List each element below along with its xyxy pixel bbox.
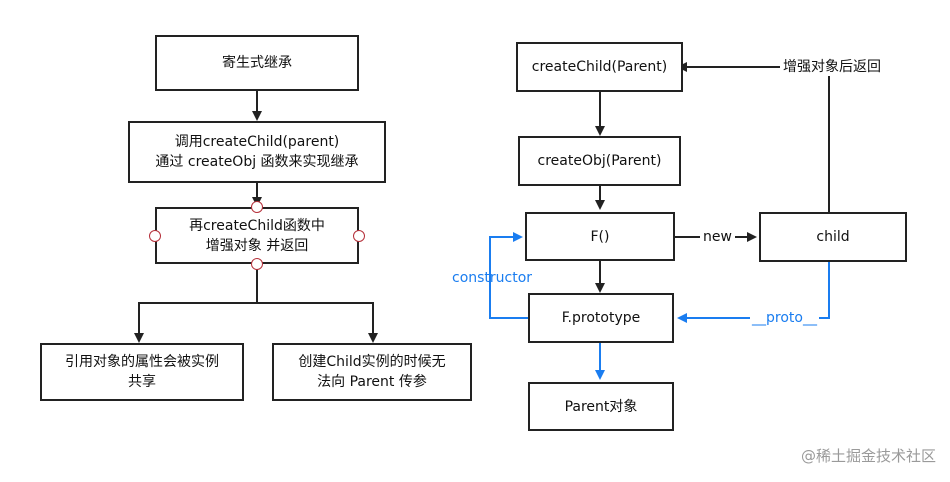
node-call-createchild-line1: 调用createChild(parent) (174, 134, 340, 150)
edge-proto (677, 262, 830, 323)
node-createobj-parent: createObj(Parent) (518, 136, 681, 186)
node-f-constructor: F() (525, 212, 675, 261)
watermark: @稀土掘金技术社区 (800, 447, 936, 465)
node-f-prototype-label: F.prototype (561, 310, 641, 326)
node-shared-reference-line1: 引用对象的属性会被实例 (65, 354, 219, 370)
node-parent-object-label: Parent对象 (564, 398, 638, 415)
label-proto: __proto__ (750, 309, 819, 327)
node-no-parent-args-line1: 创建Child实例的时候无 (298, 354, 446, 370)
node-no-parent-args: 创建Child实例的时候无 法向 Parent 传参 (272, 343, 472, 401)
selection-handle-left (149, 230, 161, 242)
node-f-prototype: F.prototype (528, 293, 674, 343)
node-createchild-parent: createChild(Parent) (516, 42, 683, 92)
selection-handle-bottom (251, 258, 263, 270)
node-createchild-parent-label: createChild(Parent) (531, 59, 668, 75)
node-enhance-return: 再createChild函数中 增强对象 并返回 (155, 207, 359, 264)
node-child-label: child (816, 229, 850, 245)
edge-n3-split (134, 264, 258, 343)
node-parent-object: Parent对象 (528, 382, 674, 431)
edge-child-createchild (677, 62, 830, 212)
node-call-createchild-line2: 通过 createObj 函数来实现继承 (155, 154, 359, 170)
edge-n3-n5 (257, 302, 378, 343)
label-constructor: constructor (452, 270, 533, 286)
node-no-parent-args-line2: 法向 Parent 传参 (317, 374, 427, 390)
node-shared-reference-line2: 共享 (128, 374, 156, 390)
selection-handle-right (353, 230, 365, 242)
label-enhance-return: 增强对象后返回 (780, 58, 884, 76)
node-shared-reference: 引用对象的属性会被实例 共享 (40, 343, 244, 401)
node-enhance-return-line1: 再createChild函数中 (189, 217, 325, 234)
node-enhance-return-line2: 增强对象 并返回 (205, 237, 309, 254)
node-parasitic-inheritance: 寄生式继承 (155, 35, 359, 91)
node-createobj-parent-label: createObj(Parent) (537, 153, 662, 169)
node-call-createchild: 调用createChild(parent) 通过 createObj 函数来实现… (128, 121, 386, 183)
label-new: new (700, 228, 735, 246)
node-f-constructor-label: F() (590, 228, 610, 245)
selection-handle-top (251, 201, 263, 213)
edge-constructor (489, 232, 528, 319)
node-parasitic-inheritance-label: 寄生式继承 (222, 55, 292, 71)
node-child: child (759, 212, 907, 262)
